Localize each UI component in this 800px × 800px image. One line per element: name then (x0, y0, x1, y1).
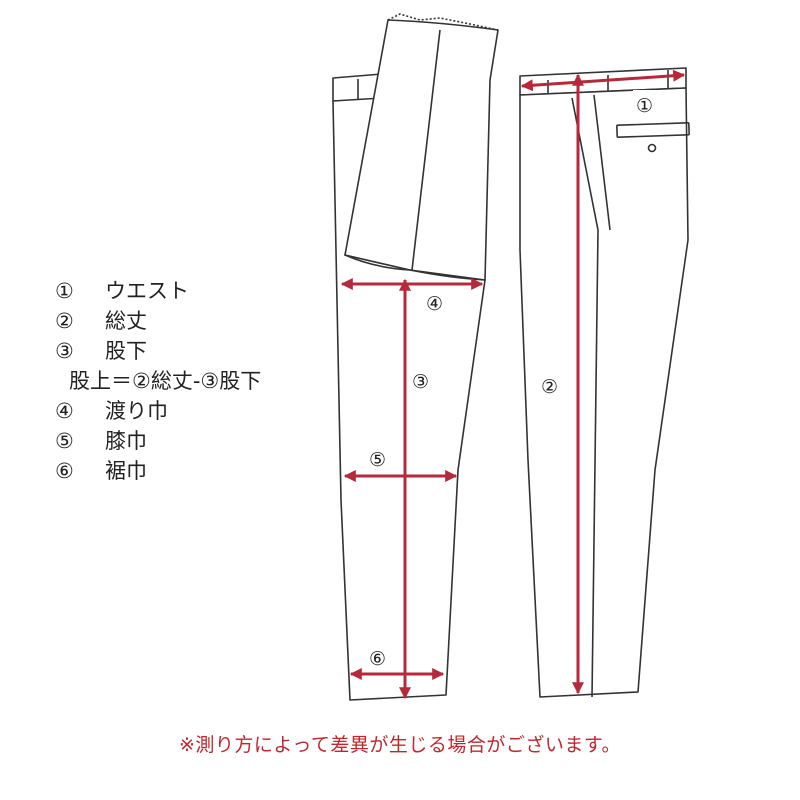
legend-formula-rise: 股上＝②総丈-③股下 (69, 369, 262, 393)
left-trouser-drawing (332, 13, 499, 701)
waist-arrow (520, 69, 686, 92)
marker-hem: ⑥ (369, 648, 386, 670)
measurement-arrows (340, 69, 686, 700)
marker-inseam: ③ (412, 371, 429, 393)
marker-total-length: ② (541, 376, 558, 398)
measurement-labels: ① ② ③ ④ ⑤ ⑥ (369, 90, 661, 670)
marker-knee: ⑤ (369, 449, 386, 471)
marker-thigh: ④ (426, 293, 443, 315)
measurement-disclaimer: ※測り方によって差異が生じる場合がございます。 (178, 734, 621, 756)
marker-waist: ① (636, 95, 653, 117)
